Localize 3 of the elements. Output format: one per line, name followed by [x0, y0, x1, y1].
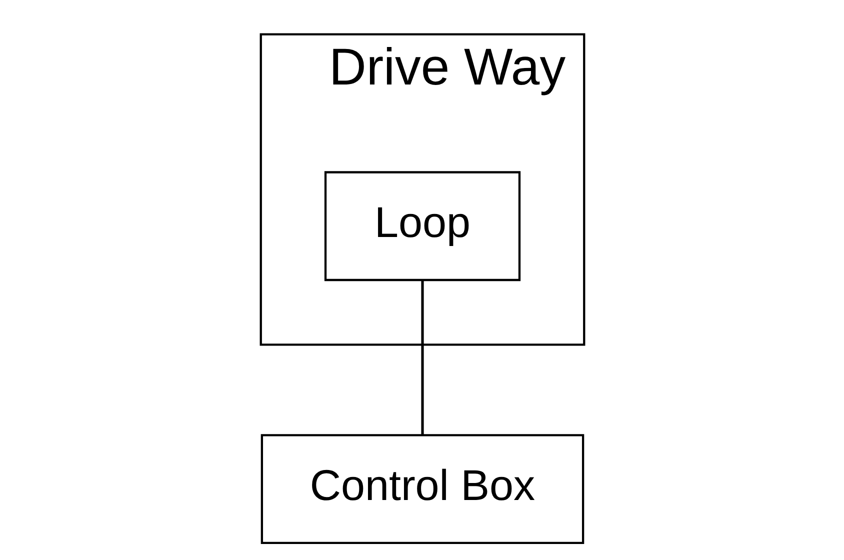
node-box: Loop: [324, 171, 520, 282]
connector: [420, 280, 424, 435]
node-box: Control Box: [260, 434, 584, 544]
